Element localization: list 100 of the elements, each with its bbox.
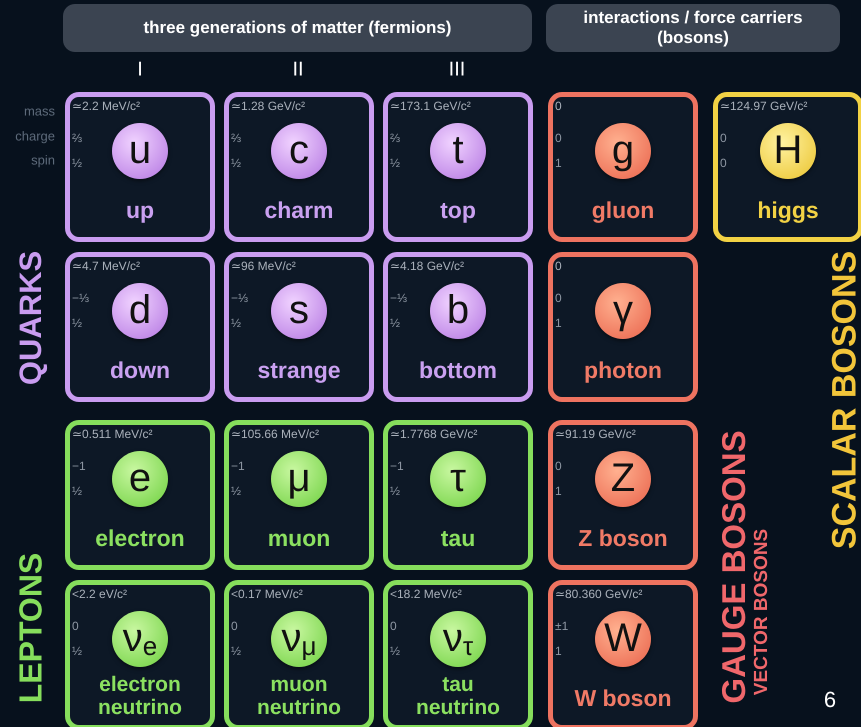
mass-value: <18.2 MeV/c² <box>390 587 462 601</box>
charge-value: −1 <box>231 459 245 473</box>
particle-card <box>383 420 533 570</box>
mass-value: ≃105.66 MeV/c² <box>231 427 320 441</box>
charge-value: −1 <box>390 459 404 473</box>
mass-value: 0 <box>555 259 562 273</box>
particle-name: strange <box>256 357 342 383</box>
particle-card <box>65 420 215 570</box>
particle-symbol: d <box>112 283 168 339</box>
particle-card <box>224 252 374 402</box>
spin-value: ½ <box>390 484 400 498</box>
spin-value: ½ <box>231 156 242 170</box>
particle-symbol: H <box>760 123 816 179</box>
particle-symbol: u <box>112 123 168 179</box>
particle-name: muon neutrino <box>256 673 342 719</box>
mass-value: ≃173.1 GeV/c² <box>390 99 471 113</box>
spin-value: 1 <box>555 156 562 170</box>
particle-symbol: γ <box>595 283 651 339</box>
charge-value: ±1 <box>555 619 568 633</box>
charge-value: −1 <box>72 459 86 473</box>
mass-value: ≃1.7768 GeV/c² <box>390 427 478 441</box>
charge-value: 0 <box>390 619 397 633</box>
spin-value: ½ <box>72 156 82 170</box>
particle-symbol: t <box>430 123 486 179</box>
particle-name: bottom <box>418 357 498 383</box>
spin-value: ½ <box>231 316 242 330</box>
group-label: SCALAR BOSONS <box>826 250 861 550</box>
group-label: QUARKS <box>13 250 49 386</box>
particle-card <box>65 92 215 242</box>
mass-value: ≃4.18 GeV/c² <box>390 259 464 273</box>
particle-name: top <box>439 197 477 223</box>
group-label: LEPTONS <box>12 552 50 704</box>
particle-name: down <box>108 357 172 383</box>
spin-value: ½ <box>231 644 242 658</box>
spin-value: ½ <box>390 316 400 330</box>
spin-value: ½ <box>72 644 82 658</box>
mass-value: 0 <box>555 99 562 113</box>
charge-value: −⅓ <box>390 291 408 305</box>
particle-card <box>65 580 215 727</box>
mass-value: ≃80.360 GeV/c² <box>555 587 642 601</box>
particle-symbol: W <box>595 611 651 667</box>
particle-name: up <box>124 197 156 223</box>
mass-value: ≃4.7 MeV/c² <box>72 259 140 273</box>
mass-value: ≃2.2 MeV/c² <box>72 99 140 113</box>
group-sublabel: VECTOR BOSONS <box>751 528 773 696</box>
particle-symbol: s <box>271 283 327 339</box>
particle-symbol: ν$_{τ}$ <box>430 611 486 667</box>
particle-symbol: b <box>430 283 486 339</box>
particle-card <box>548 92 698 242</box>
particle-card <box>224 580 374 727</box>
particle-symbol: μ <box>271 451 327 507</box>
charge-value: 0 <box>555 131 562 145</box>
particle-card <box>383 252 533 402</box>
generation-numeral: III <box>448 58 466 82</box>
particle-symbol: ν$_{μ}$ <box>271 611 327 667</box>
spin-value: ½ <box>72 484 82 498</box>
mass-value: ≃96 MeV/c² <box>231 259 296 273</box>
mass-value: <2.2 eV/c² <box>72 587 128 601</box>
generation-numeral: II <box>292 58 304 82</box>
spin-value: ½ <box>390 156 400 170</box>
charge-value: −⅓ <box>231 291 248 305</box>
spin-value: ½ <box>72 316 82 330</box>
mass-value: ≃1.28 GeV/c² <box>231 99 306 113</box>
generation-numeral: I <box>137 58 143 82</box>
particle-name: charm <box>263 197 335 223</box>
spin-value: ½ <box>231 484 242 498</box>
header-banner: three generations of matter (fermions) <box>63 4 532 52</box>
particle-card <box>224 420 374 570</box>
charge-value: 0 <box>720 131 727 145</box>
particle-name: muon <box>266 525 332 551</box>
mass-value: ≃91.19 GeV/c² <box>555 427 636 441</box>
charge-value: 0 <box>555 459 562 473</box>
particle-name: Z boson <box>577 525 669 551</box>
particle-card <box>383 92 533 242</box>
mass-value: <0.17 MeV/c² <box>231 587 303 601</box>
particle-symbol: e <box>112 451 168 507</box>
spin-value: 0 <box>720 156 727 170</box>
row-label: spin <box>31 152 55 168</box>
spin-value: 1 <box>555 316 562 330</box>
particle-card <box>548 252 698 402</box>
mass-value: ≃124.97 GeV/c² <box>720 99 808 113</box>
spin-value: 1 <box>555 644 562 658</box>
particle-name: tau neutrino <box>415 673 501 719</box>
particle-card <box>65 252 215 402</box>
particle-name: higgs <box>756 197 820 223</box>
charge-value: 0 <box>72 619 79 633</box>
particle-symbol: c <box>271 123 327 179</box>
particle-card <box>383 580 533 727</box>
charge-value: −⅓ <box>72 291 90 305</box>
group-label: GAUGE BOSONS <box>715 430 753 704</box>
charge-value: 0 <box>555 291 562 305</box>
particle-symbol: g <box>595 123 651 179</box>
particle-name: tau <box>440 525 476 551</box>
particle-name: electron <box>94 525 186 551</box>
spin-value: ½ <box>390 644 400 658</box>
particle-symbol: Z <box>595 451 651 507</box>
particle-card <box>224 92 374 242</box>
charge-value: ⅔ <box>231 131 242 145</box>
row-label: charge <box>15 128 55 144</box>
spin-value: 1 <box>555 484 562 498</box>
